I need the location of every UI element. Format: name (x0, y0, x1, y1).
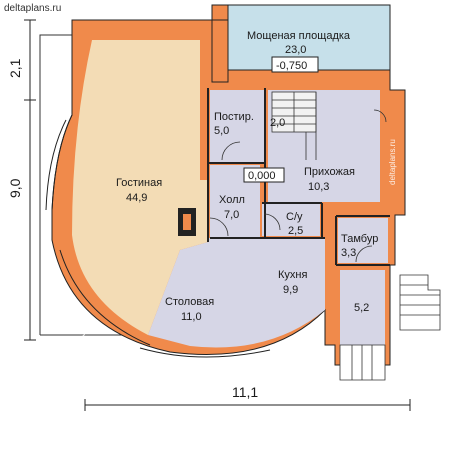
svg-text:Кухня: Кухня (278, 269, 307, 281)
curved-window (45, 114, 271, 358)
room-label-hallway: Прихожая 10,3 (304, 166, 355, 193)
room-label-stair: 2,0 (270, 117, 285, 129)
svg-text:Гостиная: Гостиная (116, 177, 162, 189)
svg-text:10,3: 10,3 (308, 181, 329, 193)
level-marker-terrace: -0,750 (271, 56, 319, 73)
room-label-kitchen: Кухня 9,9 (278, 269, 307, 296)
fireplace-icon (178, 208, 196, 236)
svg-text:0,000: 0,000 (248, 170, 276, 182)
svg-text:-0,750: -0,750 (276, 60, 307, 72)
svg-text:Холл: Холл (219, 194, 245, 206)
svg-text:Мощеная площадка: Мощеная площадка (247, 30, 351, 42)
door-swings (209, 109, 387, 263)
dining-kitchen-floor (148, 238, 325, 348)
pantry-floor (210, 90, 265, 162)
vestibule-floor (338, 218, 388, 263)
dimension-height-top: 2,1 (7, 58, 23, 78)
room-label-living: Гостиная 44,9 (116, 177, 162, 204)
svg-text:Столовая: Столовая (165, 296, 214, 308)
room-label-wc: С/у 2,5 (286, 211, 303, 237)
room-label-vestibule: Тамбур 3,3 (341, 233, 378, 259)
svg-text:9,9: 9,9 (283, 284, 298, 296)
svg-text:С/у: С/у (286, 211, 303, 223)
svg-text:7,0: 7,0 (224, 209, 239, 221)
level-marker-floor: 0,000 (243, 167, 285, 183)
dimension-lines (24, 19, 411, 411)
entrance-stairs (339, 274, 441, 381)
dimension-height-main: 9,0 (7, 178, 23, 198)
svg-text:deltaplans.ru: deltaplans.ru (388, 139, 397, 185)
svg-text:3,3: 3,3 (341, 247, 356, 259)
room-label-terrace: Мощеная площадка 23,0 (247, 30, 351, 56)
room-label-pantry: Постир. 5,0 (214, 111, 254, 137)
living-room-floor (72, 40, 208, 335)
room-label-porch: 5,2 (354, 302, 369, 314)
svg-text:2,0: 2,0 (270, 117, 285, 129)
stair-treads (271, 91, 317, 160)
svg-text:Прихожая: Прихожая (304, 166, 355, 178)
wc-floor (262, 204, 320, 236)
porch-floor (340, 270, 385, 345)
svg-text:Тамбур: Тамбур (341, 233, 378, 245)
room-label-hall: Холл 7,0 (219, 194, 245, 221)
svg-text:44,9: 44,9 (126, 192, 147, 204)
svg-text:Постир.: Постир. (214, 111, 254, 123)
svg-text:2,5: 2,5 (288, 225, 303, 237)
svg-text:5,2: 5,2 (354, 302, 369, 314)
svg-text:5,0: 5,0 (214, 125, 229, 137)
room-label-dining: Столовая 11,0 (165, 296, 214, 323)
interior-walls (207, 88, 390, 266)
dimension-width: 11,1 (232, 384, 258, 400)
svg-text:23,0: 23,0 (285, 44, 306, 56)
svg-text:11,0: 11,0 (181, 311, 202, 323)
site-label: deltaplans.ru (4, 3, 61, 14)
